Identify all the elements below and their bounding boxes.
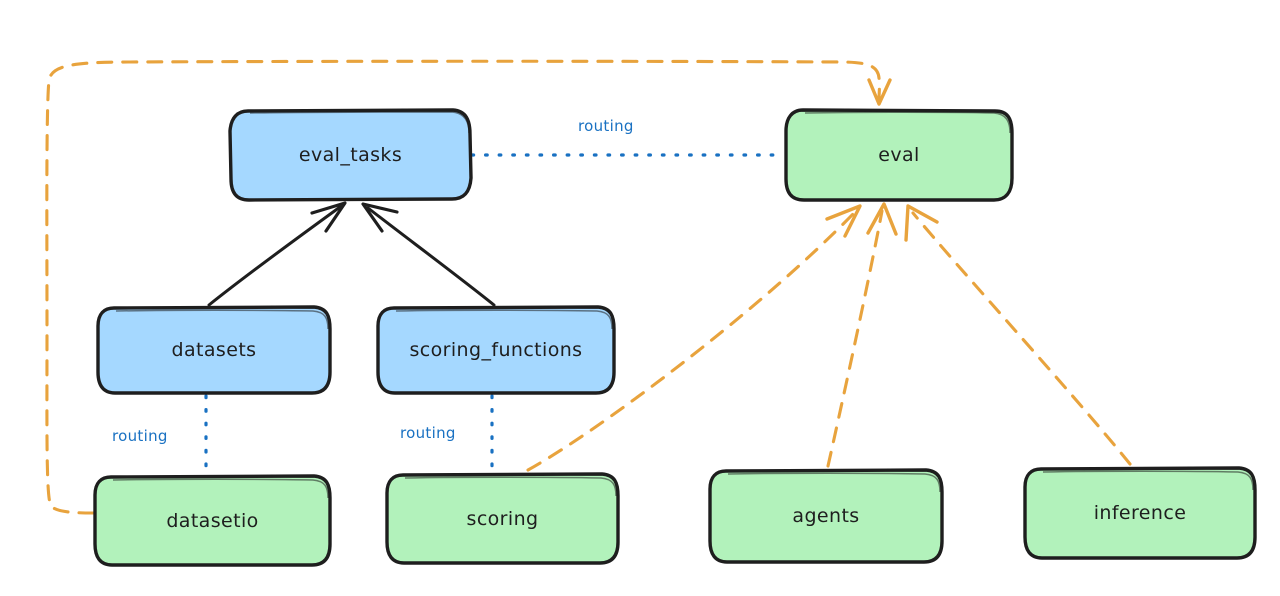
node-hit-eval[interactable]	[786, 110, 1012, 200]
node-hit-scoring_functions[interactable]	[378, 307, 614, 393]
edge-agents-eval	[826, 202, 898, 468]
node-inference[interactable]	[1023, 466, 1257, 560]
edge-label-routing-datasetio: routing	[112, 427, 168, 445]
node-hit-inference[interactable]	[1025, 468, 1255, 558]
edge-datasets-eval_tasks	[207, 201, 347, 307]
node-hit-agents[interactable]	[710, 470, 942, 562]
node-eval[interactable]	[784, 108, 1014, 202]
node-datasets[interactable]	[96, 305, 332, 395]
edge-datasetio-eval	[45, 59, 892, 515]
edge-label-routing-eval: routing	[578, 117, 634, 135]
edge-label-routing-scoring: routing	[400, 424, 456, 442]
node-hit-eval_tasks[interactable]	[231, 110, 470, 200]
node-hit-datasets[interactable]	[98, 307, 330, 393]
node-hit-datasetio[interactable]	[95, 476, 330, 565]
node-datasetio[interactable]	[93, 474, 332, 567]
node-scoring_functions[interactable]	[376, 305, 616, 395]
edge-scoring-eval	[526, 204, 862, 472]
node-hit-scoring[interactable]	[387, 474, 618, 563]
node-eval_tasks[interactable]	[228, 108, 473, 202]
edge-scoring_functions-eval_tasks	[361, 202, 496, 307]
node-agents[interactable]	[708, 468, 944, 564]
edge-inference-eval	[904, 204, 1132, 466]
node-scoring[interactable]	[385, 472, 620, 565]
